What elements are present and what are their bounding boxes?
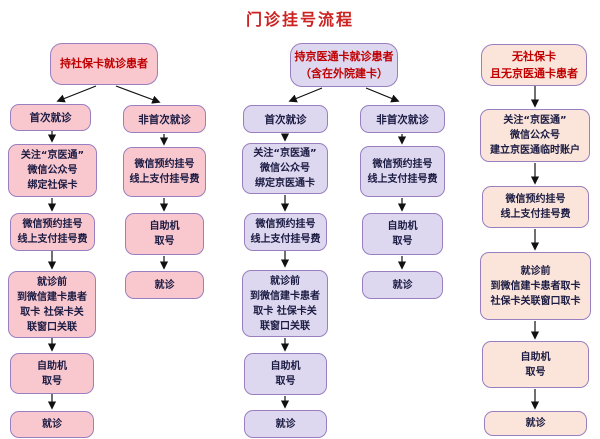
step-jingyitong-repeat-wechat-booking: 微信预约挂号 线上支付挂号费 [360,146,445,197]
branch-social-first-visit: 首次就诊 [10,104,91,131]
step-jingyitong-first-see-doctor: 就诊 [244,410,327,438]
step-social-first-bind-card: 关注“京医通” 微信公众号 绑定社保卡 [8,144,97,197]
branch-jingyitong-repeat-visit: 非首次就诊 [360,105,445,133]
step-jingyitong-first-kiosk-number: 自助机 取号 [244,353,327,395]
step-nocard-temp-account: 关注“京医通” 微信公众号 建立京医通临时账户 [480,109,590,162]
step-social-first-wechat-booking: 微信预约挂号 线上支付挂号费 [10,213,95,251]
branch-jingyitong-first-visit: 首次就诊 [243,105,328,133]
step-nocard-pickup-card: 就诊前 到微信建卡患者取卡 社保卡关联窗口取卡 [480,252,591,320]
header-jingyitong-card: 持京医通卡就诊患者 （含在外院建卡） [290,43,398,87]
step-jingyitong-repeat-see-doctor: 就诊 [362,271,443,299]
step-jingyitong-first-pickup-card: 就诊前 到微信建卡患者 取卡 社保卡关 联窗口关联 [242,270,328,337]
step-nocard-kiosk-number: 自助机 取号 [482,341,589,388]
step-nocard-wechat-booking: 微信预约挂号 线上支付挂号费 [482,186,589,228]
page-title: 门诊挂号流程 [245,10,354,29]
step-jingyitong-first-bind-card: 关注“京医通” 微信公众号 绑定京医通卡 [242,143,328,194]
header-no-card: 无社保卡 且无京医通卡患者 [481,44,587,86]
step-jingyitong-repeat-kiosk-number: 自助机 取号 [362,213,443,255]
branch-social-repeat-visit: 非首次就诊 [123,105,206,133]
step-social-repeat-see-doctor: 就诊 [125,271,204,299]
step-nocard-see-doctor: 就诊 [484,411,587,436]
step-social-first-pickup-card: 就诊前 到微信建卡患者 取卡 社保卡关 联窗口关联 [8,271,96,338]
step-social-repeat-wechat-booking: 微信预约挂号 线上支付挂号费 [123,147,206,197]
step-jingyitong-first-wechat-booking: 微信预约挂号 线上支付挂号费 [244,213,327,251]
step-social-first-see-doctor: 就诊 [10,411,94,438]
step-social-repeat-kiosk-number: 自助机 取号 [125,213,204,255]
step-social-first-kiosk-number: 自助机 取号 [10,353,94,394]
header-social-card: 持社保卡就诊患者 [50,43,158,85]
